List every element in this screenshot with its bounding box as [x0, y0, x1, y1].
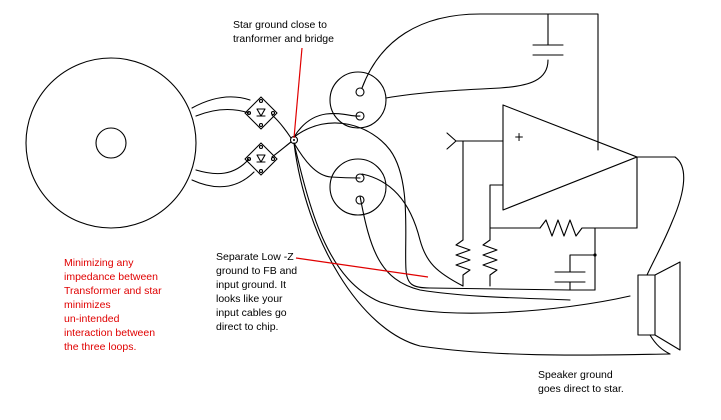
bridge-rectifier-top [244, 96, 278, 130]
speaker-ground-note: Speaker ground goes direct to star. [538, 369, 624, 395]
star-ground-pointer [293, 47, 303, 139]
feedback-ground-pointer [295, 257, 429, 278]
transformer-secondary-wires [191, 96, 255, 188]
transformer-impedance-note: Minimizing any impedance between Transfo… [64, 257, 162, 353]
power-amp-chip [502, 104, 638, 211]
feedback-resistor [482, 239, 498, 287]
noninverting-plus-sign: + [514, 130, 524, 144]
input-cable-wires [359, 173, 571, 301]
star-ground-wires [271, 113, 671, 356]
bridge-rectifier-bottom [244, 142, 278, 176]
input-connection [446, 132, 504, 241]
filter-capacitor-bottom [329, 158, 387, 216]
filter-capacitor-top [329, 71, 387, 129]
feedback-ground-bus [429, 287, 596, 291]
zobel-capacitor [554, 227, 597, 291]
input-resistor [455, 239, 471, 287]
speaker [637, 261, 681, 351]
feedback-network [489, 156, 676, 241]
toroid-transformer [25, 57, 197, 229]
feedback-ground-note: Separate Low -Z ground to FB and input g… [216, 251, 298, 333]
supply-rail [361, 13, 599, 151]
speaker-wires [646, 156, 685, 355]
star-ground-note: Star ground close to tranformer and brid… [233, 19, 334, 45]
